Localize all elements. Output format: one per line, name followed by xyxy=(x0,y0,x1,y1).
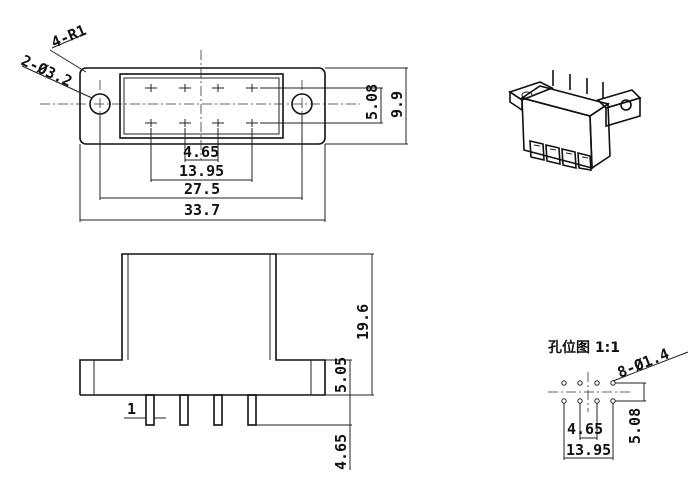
top-pins-upper xyxy=(145,84,258,92)
side-pin-3 xyxy=(213,394,223,426)
dim-pin-span: 13.95 xyxy=(179,162,224,180)
top-housing-inner xyxy=(123,77,280,135)
hole-pattern-title: 孔位图 1:1 xyxy=(548,339,620,356)
dim-pcb-pitch: 4.65 xyxy=(567,420,603,438)
callout-mount-hole: 2-Ø3.2 xyxy=(18,51,75,90)
dim-flange-height: 5.05 xyxy=(332,357,350,393)
dim-pcb-row-spacing: 5.08 xyxy=(626,408,644,444)
dim-pin-length: 4.65 xyxy=(332,434,350,470)
callout-radius: 4-R1 xyxy=(49,21,89,52)
side-pin-2 xyxy=(179,394,189,426)
dim-body-height: 19.6 xyxy=(354,304,372,340)
dim-overall-width: 33.7 xyxy=(184,201,220,219)
side-pin-1 xyxy=(145,394,155,426)
dim-hole-spacing: 27.5 xyxy=(184,180,220,198)
top-pins-lower xyxy=(145,119,258,127)
dim-pcb-span: 13.95 xyxy=(566,441,611,459)
dim-pin-width: 1 xyxy=(127,400,136,418)
dim-row-spacing: 5.08 xyxy=(363,84,381,120)
top-flange-outline xyxy=(79,67,326,145)
isometric-view xyxy=(508,70,642,171)
top-view: 4-R1 2-Ø3.2 4.65 13.95 27.5 33.7 5.08 9.… xyxy=(18,21,408,222)
dim-pin-pitch: 4.65 xyxy=(183,143,219,161)
side-view: 19.6 5.05 4.65 1 xyxy=(79,253,374,470)
top-housing-outer xyxy=(119,73,284,139)
side-pin-4 xyxy=(247,394,257,426)
hole-pattern: 孔位图 1:1 8-Ø1.4 4.65 13.95 5.08 xyxy=(548,339,689,460)
dim-overall-height: 9.9 xyxy=(388,91,406,118)
callout-pcb-holes: 8-Ø1.4 xyxy=(615,345,672,382)
